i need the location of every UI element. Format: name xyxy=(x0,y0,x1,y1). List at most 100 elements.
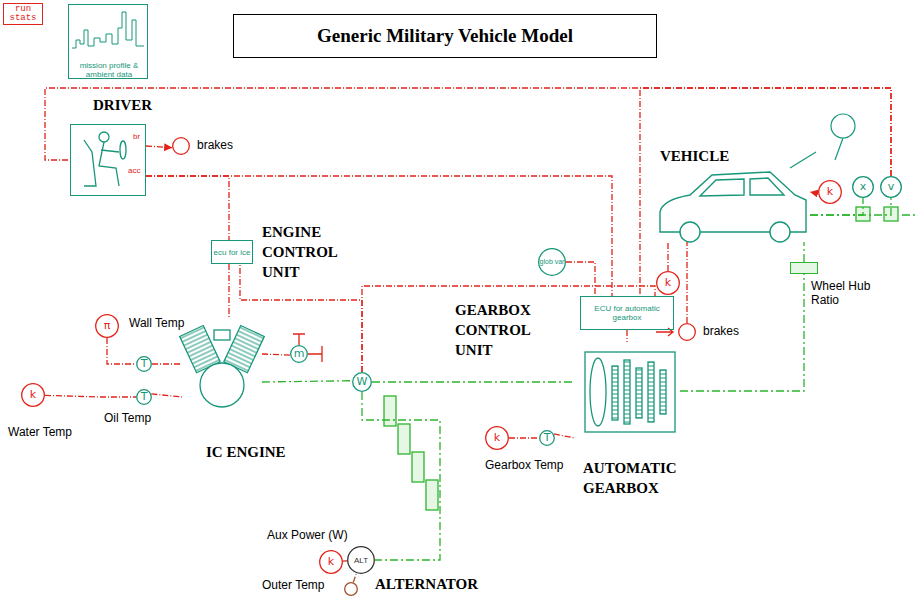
signal-connector xyxy=(362,286,655,372)
node-text: T xyxy=(544,432,551,444)
node-text: m xyxy=(294,348,305,360)
brake-signal: brakes xyxy=(678,323,696,341)
constant-source: k xyxy=(656,271,680,295)
title-box: Generic Military Vehicle Model xyxy=(233,14,657,58)
node-heading: Outer Temp xyxy=(262,578,324,592)
unit-heading: GEARBOX CONTROL UNIT xyxy=(455,300,560,360)
node-heading: brakes xyxy=(197,138,233,152)
node-heading: DRIVER xyxy=(93,95,152,115)
alternator: ALTALTERNATOR xyxy=(347,546,375,574)
signal-connector xyxy=(240,264,362,372)
signal-connector xyxy=(509,437,539,438)
temp-sensor: TOil Temp xyxy=(136,389,152,405)
gear xyxy=(660,370,666,414)
gearbox-housing xyxy=(585,352,675,432)
node-heading: AUTOMATIC GEARBOX xyxy=(583,458,693,498)
pulley xyxy=(384,396,396,426)
node-text: run stats xyxy=(4,5,42,23)
shaft-connector xyxy=(262,381,352,382)
node-heading: Wall Temp xyxy=(129,316,184,330)
global-variable: glob var xyxy=(538,248,566,276)
constant-source: k xyxy=(485,426,509,450)
circle-shape xyxy=(96,315,119,338)
shaft-connector xyxy=(680,274,804,391)
exhaust-sink xyxy=(293,334,322,362)
circle-shape xyxy=(137,390,152,405)
circle-shape xyxy=(353,373,372,392)
thermal-source: Outer Temp xyxy=(344,582,358,596)
node-text: v xyxy=(888,181,895,193)
sensor-bases xyxy=(856,207,898,221)
node-heading: Gearbox Temp xyxy=(485,458,564,472)
node-heading: ALTERNATOR xyxy=(375,574,478,594)
port-name: br xyxy=(133,132,140,141)
constant-source: k xyxy=(818,180,842,204)
temp-sensor: T xyxy=(136,356,152,372)
circle-shape xyxy=(137,357,152,372)
ic-engine: IC ENGINE xyxy=(182,318,262,410)
circle-shape xyxy=(853,177,874,198)
signal-connector xyxy=(686,242,687,323)
node-heading: Oil Temp xyxy=(104,411,151,425)
signal-connector xyxy=(353,573,356,582)
wheel xyxy=(680,222,700,242)
signal-connector xyxy=(262,354,290,355)
speed-sensor: W xyxy=(352,372,372,392)
node-text: T xyxy=(141,391,148,403)
constant-source: kWater Temp xyxy=(21,383,45,407)
circle-shape xyxy=(486,427,509,450)
shaft-connector xyxy=(803,242,804,262)
mission-chart xyxy=(72,12,144,48)
slope-line xyxy=(790,138,843,168)
signal-connector xyxy=(228,264,229,318)
circle-shape xyxy=(22,384,45,407)
signal-connector xyxy=(810,192,818,194)
shaft-connector xyxy=(362,392,440,560)
gear xyxy=(624,360,630,424)
driver-head xyxy=(99,132,109,142)
circle-shape xyxy=(819,181,842,204)
pulley xyxy=(412,452,424,482)
port-name: acc xyxy=(128,166,140,175)
gear xyxy=(612,366,618,420)
circle-shape xyxy=(291,346,308,363)
circle-shape xyxy=(539,249,566,276)
node-text: ECU for automatic gearbox xyxy=(581,304,673,322)
wheel-hub-ratio: Wheel Hub Ratio xyxy=(790,262,818,274)
node-heading: Water Temp xyxy=(8,425,72,439)
circle-shape xyxy=(320,551,343,574)
driver-seat xyxy=(84,140,96,186)
constant-source: πWall Temp xyxy=(95,314,119,338)
engine-ecu-port xyxy=(214,330,230,340)
circle-shape xyxy=(173,138,190,155)
node-text: k xyxy=(30,389,36,401)
signal-connector xyxy=(146,146,172,148)
engine-icon xyxy=(180,326,265,407)
car-window xyxy=(700,178,784,196)
node-text: k xyxy=(494,432,500,444)
spacer xyxy=(190,146,197,147)
circle-shape xyxy=(348,547,375,574)
run-stats-box: run stats xyxy=(3,3,43,25)
circle-shape xyxy=(657,272,680,295)
circle-shape xyxy=(881,177,902,198)
node-text: π xyxy=(104,320,111,332)
sink-symbol xyxy=(293,334,305,345)
driver-icon xyxy=(84,132,126,186)
pulley xyxy=(398,424,410,454)
sink-symbol xyxy=(308,346,322,362)
slope-icon xyxy=(790,114,855,168)
steering-wheel xyxy=(120,141,126,159)
shaft-connector xyxy=(372,381,575,382)
signal-connector xyxy=(626,330,627,342)
position-sensor: x xyxy=(852,176,874,198)
brake-signal: brakes xyxy=(172,137,190,155)
node-text: k xyxy=(827,186,833,198)
crankcase xyxy=(200,363,244,407)
node-text: x xyxy=(860,181,867,193)
node-text: T xyxy=(141,358,148,370)
node-text: k xyxy=(665,277,671,289)
vehicle: VEHICLE xyxy=(655,168,810,242)
gear xyxy=(648,362,654,422)
